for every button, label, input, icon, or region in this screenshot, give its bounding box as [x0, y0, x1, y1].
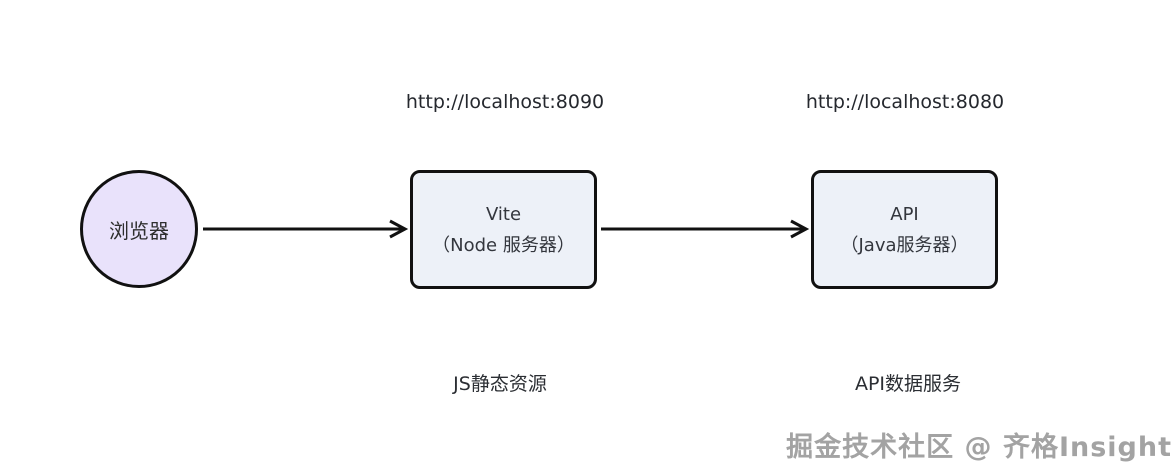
browser-node: 浏览器 — [80, 170, 198, 288]
arrow-browser-to-vite-icon — [203, 219, 409, 239]
vite-url-label: http://localhost:8090 — [405, 91, 605, 113]
vite-node-subtitle: （Node 服务器） — [432, 234, 575, 256]
browser-node-label: 浏览器 — [109, 218, 169, 243]
vite-node-caption: JS静态资源 — [453, 373, 547, 395]
vite-node: Vite （Node 服务器） — [410, 170, 597, 289]
vite-node-title: Vite — [485, 203, 522, 225]
api-node: API （Java服务器） — [811, 170, 998, 289]
api-node-title: API — [890, 203, 919, 225]
watermark-text: 掘金技术社区 @ 齐格Insight — [786, 432, 1172, 463]
api-node-caption: API数据服务 — [854, 373, 962, 395]
api-node-subtitle: （Java服务器） — [840, 234, 969, 256]
arrow-vite-to-api-icon — [601, 219, 810, 239]
api-url-label: http://localhost:8080 — [805, 91, 1005, 113]
